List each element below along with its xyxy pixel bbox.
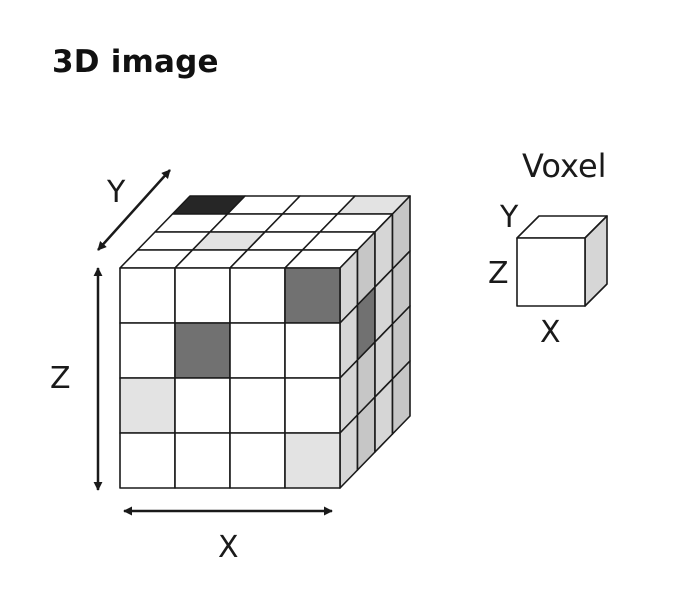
voxel-x-axis-label: X [540,315,561,350]
page-title: 3D image [52,44,219,80]
single-voxel-cube [516,215,608,307]
front-face-cell [229,432,286,489]
voxel-title: Voxel [522,147,607,185]
front-face-cell [174,322,231,379]
cube-x-axis-label: X [218,530,239,565]
front-face-cell [119,267,176,324]
front-face-cell [284,267,341,324]
cube-axis-arrows [93,169,333,516]
voxel-z-axis-label: Z [488,256,509,291]
front-face-cell [174,377,231,434]
cube-y-axis-label: Y [107,175,126,210]
front-face-cell [174,432,231,489]
cube-z-axis-label: Z [50,361,71,396]
front-face-cell [119,377,176,434]
front-face-cell [284,377,341,434]
voxel-cube-grid [119,195,411,489]
front-face-cell [229,267,286,324]
front-face-cell [284,432,341,489]
y-axis-arrow [97,169,171,251]
front-face-cell [119,322,176,379]
right-face-cell [391,360,411,435]
front-face-cell [229,322,286,379]
front-face-cell [174,267,231,324]
front-face-cell [119,432,176,489]
front-face-cell [229,377,286,434]
voxel-front-face [516,237,586,307]
voxel-y-axis-label: Y [500,200,519,235]
front-face-cell [284,322,341,379]
